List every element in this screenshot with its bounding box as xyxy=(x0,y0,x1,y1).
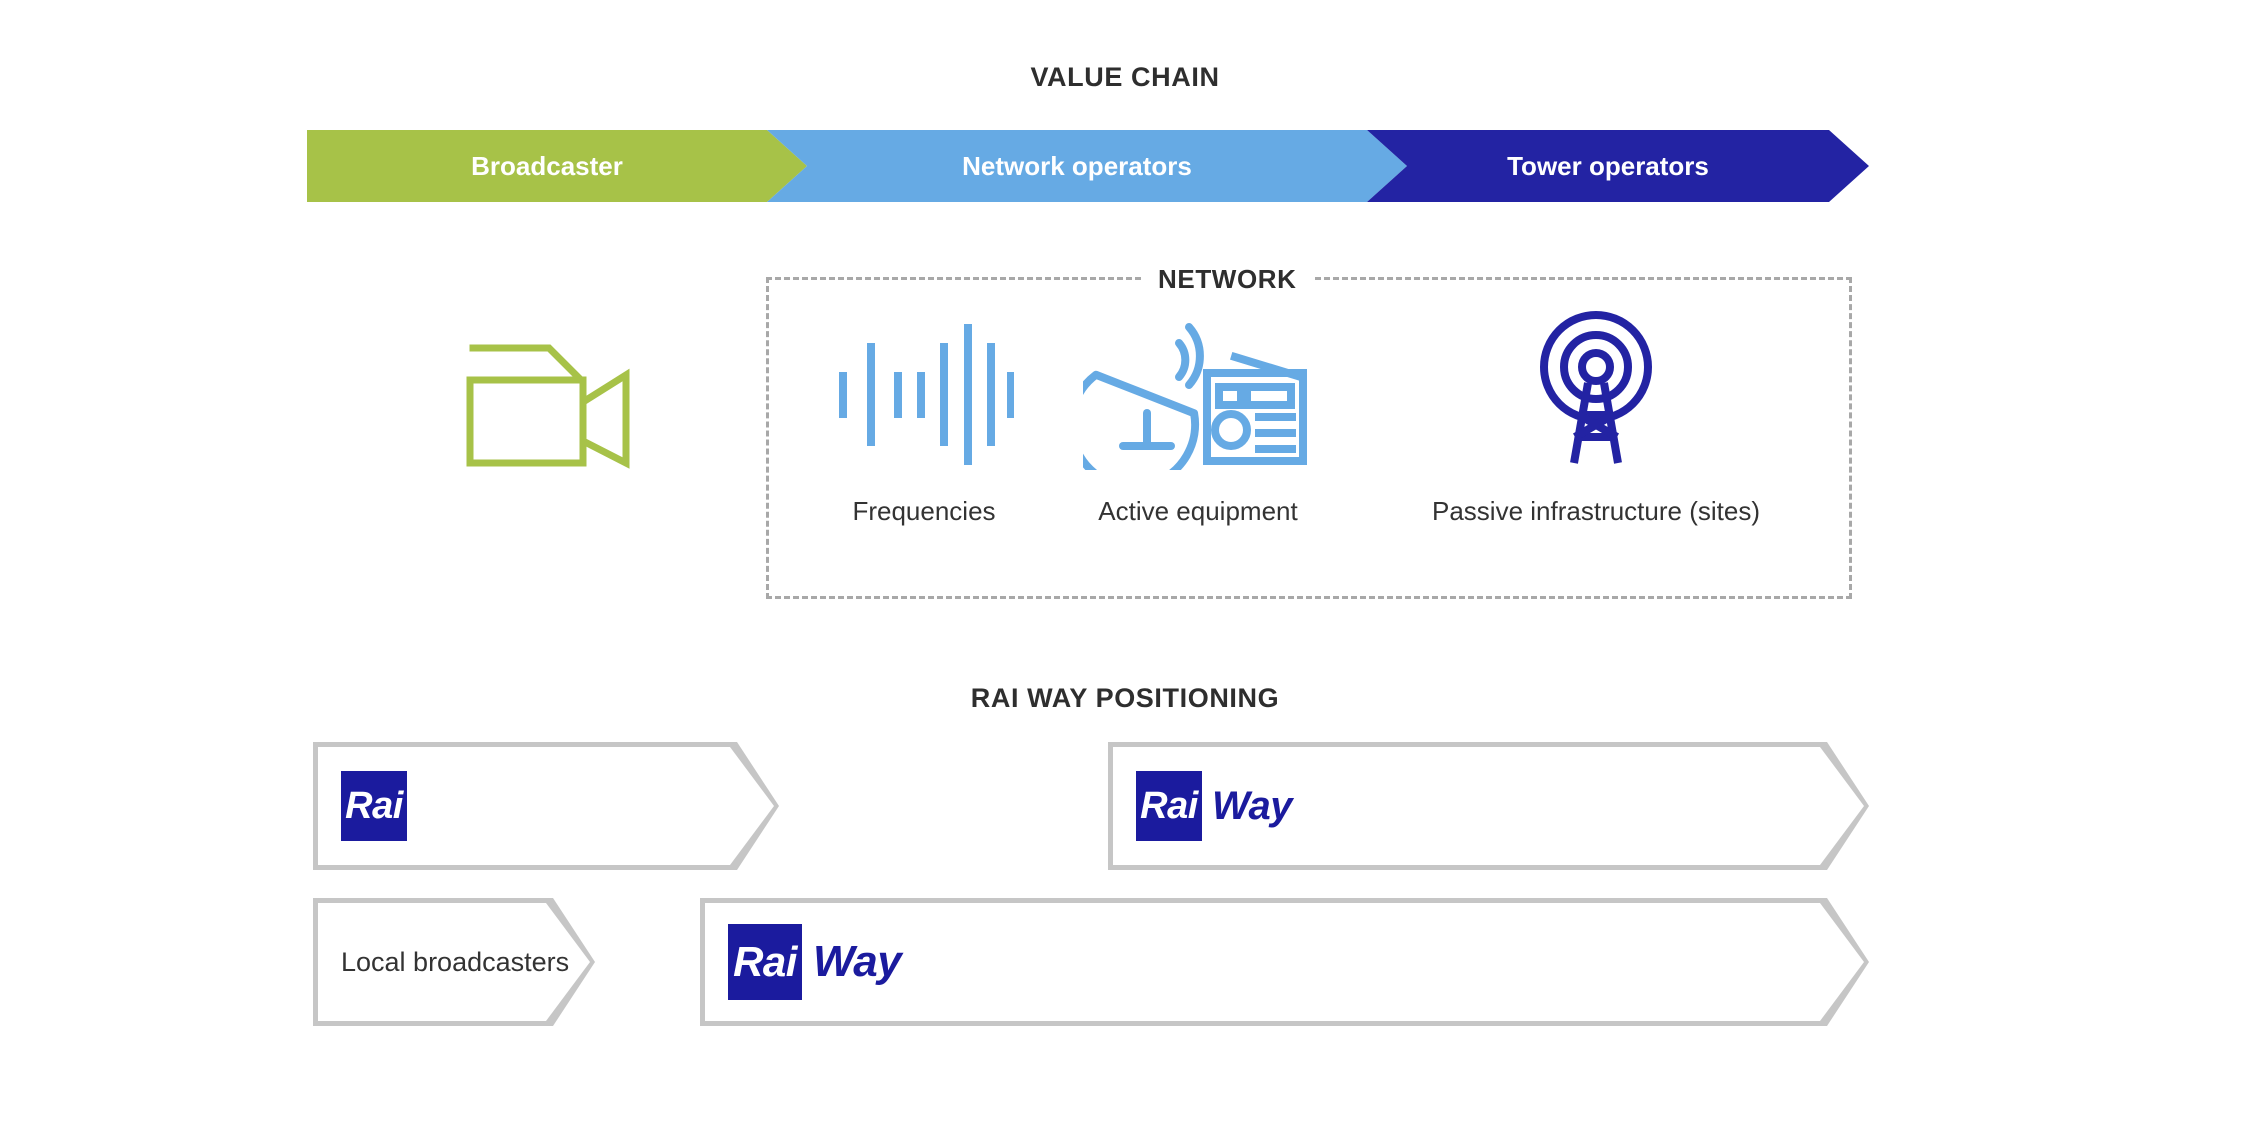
value-chain-segment-label: Tower operators xyxy=(1507,150,1709,181)
value-chain-segment-label: Network operators xyxy=(962,150,1192,181)
arrow-content: Rai Way xyxy=(700,924,902,1000)
positioning-arrow-rai-way-2[interactable]: Rai Way xyxy=(700,898,1869,1026)
value-chain-segment-tower-operators[interactable]: Tower operators xyxy=(1367,130,1869,202)
arrow-fill xyxy=(1113,747,1864,865)
arrow-content: Rai xyxy=(313,771,407,841)
network-item-frequencies: Frequencies xyxy=(782,300,1066,527)
broadcast-tower-icon xyxy=(1540,311,1652,464)
rai-way-logo: Rai Way xyxy=(1136,771,1293,841)
broadcaster-icon-column xyxy=(380,300,720,496)
value-chain-segment-broadcaster[interactable]: Broadcaster xyxy=(307,130,807,202)
rai-logo-mark: Rai xyxy=(341,771,407,841)
network-item-passive-infrastructure: Passive infrastructure (sites) xyxy=(1356,300,1836,527)
arrow-fill xyxy=(318,903,590,1021)
satellite-radio-icon xyxy=(1083,323,1307,470)
rai-logo-mark-text: Rai xyxy=(345,784,403,827)
value-chain-bar: Broadcaster Network operators Tower oper… xyxy=(307,130,1869,202)
icon-wrap xyxy=(1048,300,1348,470)
value-chain-title: VALUE CHAIN xyxy=(1030,62,1220,92)
rai-logo-mark-text: Rai xyxy=(733,938,797,985)
rai-logo-mark: Rai xyxy=(1136,771,1202,841)
icon-wrap xyxy=(1356,300,1836,470)
rai-way-positioning-title: RAI WAY POSITIONING xyxy=(970,683,1280,713)
rai-logo: Rai xyxy=(341,771,407,841)
network-group-title: NETWORK xyxy=(1142,264,1313,295)
rai-logo-word: Way xyxy=(813,937,902,986)
network-item-label: Frequencies xyxy=(852,496,996,526)
arrow-fill xyxy=(705,903,1864,1021)
sound-wave-icon xyxy=(839,324,1014,465)
rai-logo-word: Way xyxy=(1212,783,1293,828)
value-chain-segment-label: Broadcaster xyxy=(471,150,623,181)
arrow-content: Local broadcasters xyxy=(313,947,569,978)
network-item-label: Passive infrastructure (sites) xyxy=(1432,496,1760,526)
arrow-content: Rai Way xyxy=(1108,771,1293,841)
rai-logo-mark-text: Rai xyxy=(1140,784,1198,827)
positioning-arrow-local-broadcasters[interactable]: Local broadcasters xyxy=(313,898,595,1026)
arrow-label: Local broadcasters xyxy=(341,946,570,977)
value-chain-segment-network-operators[interactable]: Network operators xyxy=(767,130,1407,202)
network-item-label: Active equipment xyxy=(1098,496,1298,526)
rai-way-logo: Rai Way xyxy=(728,924,902,1000)
icon-wrap xyxy=(380,300,720,470)
positioning-arrow-rai[interactable]: Rai xyxy=(313,742,779,870)
rai-logo-mark: Rai xyxy=(728,924,802,1000)
positioning-arrow-rai-way[interactable]: Rai Way xyxy=(1108,742,1869,870)
icon-wrap xyxy=(782,300,1066,470)
network-item-active-equipment: Active equipment xyxy=(1048,300,1348,527)
video-camera-icon xyxy=(466,344,630,469)
